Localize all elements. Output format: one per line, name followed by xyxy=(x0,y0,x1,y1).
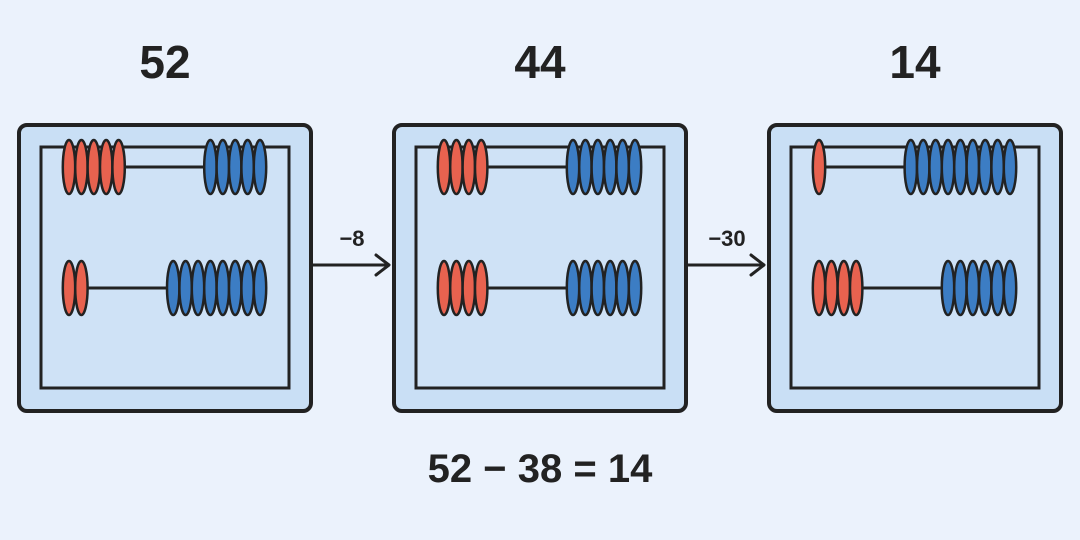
red-bead xyxy=(98,138,114,196)
blue-bead xyxy=(577,138,593,196)
arrow-head-icon xyxy=(749,253,766,277)
panel-1-number: 52 xyxy=(139,36,190,88)
blue-bead xyxy=(190,259,206,317)
red-bead xyxy=(73,259,89,317)
blue-bead xyxy=(227,138,243,196)
blue-bead xyxy=(940,138,956,196)
red-bead xyxy=(436,138,452,196)
blue-bead xyxy=(1002,259,1018,317)
blue-bead xyxy=(952,259,968,317)
blue-bead xyxy=(977,259,993,317)
blue-bead xyxy=(565,138,581,196)
step-arrow-2: −30 xyxy=(688,226,766,277)
abacus-beads xyxy=(811,138,1018,317)
blue-bead xyxy=(577,259,593,317)
step-1-label: −8 xyxy=(339,226,364,251)
blue-bead xyxy=(602,259,618,317)
blue-bead xyxy=(627,259,643,317)
panel-2-number: 44 xyxy=(514,36,566,88)
abacus-beads xyxy=(436,138,643,317)
red-bead xyxy=(461,259,477,317)
blue-bead xyxy=(240,138,256,196)
blue-bead xyxy=(965,259,981,317)
blue-bead xyxy=(215,138,231,196)
blue-bead xyxy=(952,138,968,196)
red-bead xyxy=(461,138,477,196)
blue-bead xyxy=(602,138,618,196)
red-bead xyxy=(73,138,89,196)
blue-bead xyxy=(215,259,231,317)
blue-bead xyxy=(915,138,931,196)
red-bead xyxy=(473,138,489,196)
blue-bead xyxy=(1002,138,1018,196)
blue-bead xyxy=(615,259,631,317)
equation-text: 52 − 38 = 14 xyxy=(428,447,653,491)
blue-bead xyxy=(178,259,194,317)
blue-bead xyxy=(565,259,581,317)
red-bead xyxy=(811,259,827,317)
red-bead xyxy=(86,138,102,196)
blue-bead xyxy=(252,138,268,196)
blue-bead xyxy=(990,259,1006,317)
abacus-panel-2: 44 xyxy=(392,36,688,413)
red-bead xyxy=(473,259,489,317)
red-bead xyxy=(61,138,77,196)
blue-bead xyxy=(940,259,956,317)
blue-bead xyxy=(240,259,256,317)
blue-bead xyxy=(965,138,981,196)
red-bead xyxy=(823,259,839,317)
step-2-label: −30 xyxy=(708,226,745,251)
blue-bead xyxy=(903,138,919,196)
blue-bead xyxy=(615,138,631,196)
red-bead xyxy=(848,259,864,317)
blue-bead xyxy=(252,259,268,317)
abacus-panel-3: 14 xyxy=(767,36,1063,413)
blue-bead xyxy=(202,138,218,196)
red-bead xyxy=(448,138,464,196)
abacus-beads xyxy=(61,138,268,317)
red-bead xyxy=(836,259,852,317)
blue-bead xyxy=(977,138,993,196)
blue-bead xyxy=(627,138,643,196)
panel-3-number: 14 xyxy=(889,36,941,88)
blue-bead xyxy=(928,138,944,196)
red-bead xyxy=(448,259,464,317)
blue-bead xyxy=(590,259,606,317)
blue-bead xyxy=(202,259,218,317)
blue-bead xyxy=(590,138,606,196)
blue-bead xyxy=(227,259,243,317)
red-bead xyxy=(111,138,127,196)
blue-bead xyxy=(990,138,1006,196)
red-bead xyxy=(811,138,827,196)
abacus-panel-1: 52 xyxy=(17,36,313,413)
arrow-head-icon xyxy=(374,253,391,277)
step-arrow-1: −8 xyxy=(313,226,391,277)
red-bead xyxy=(61,259,77,317)
red-bead xyxy=(436,259,452,317)
blue-bead xyxy=(165,259,181,317)
